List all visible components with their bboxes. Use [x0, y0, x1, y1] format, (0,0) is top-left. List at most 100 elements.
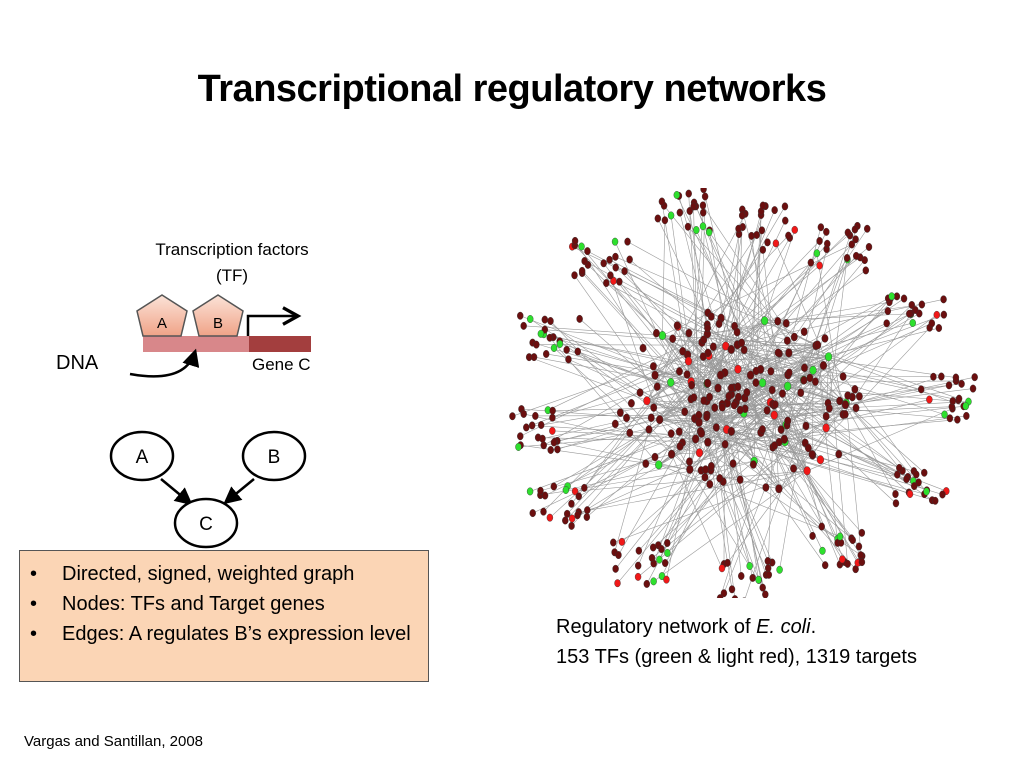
network-node [517, 432, 524, 441]
network-edge [654, 235, 789, 376]
network-node [683, 370, 691, 379]
graph-node-b: B [241, 430, 307, 482]
network-node [615, 551, 622, 559]
network-node [664, 539, 671, 547]
network-node [800, 376, 808, 385]
network-node [543, 350, 550, 358]
network-edge [731, 405, 966, 432]
network-node [918, 300, 926, 309]
network-node [701, 473, 709, 482]
network-edge [707, 442, 770, 575]
tf-label-line2: (TF) [215, 266, 249, 285]
network-node [509, 412, 516, 421]
network-node [803, 466, 811, 476]
network-edge [615, 382, 763, 570]
dna-label: DNA [56, 352, 99, 374]
network-edge [572, 246, 722, 319]
network-node [576, 314, 583, 323]
network-edge [737, 344, 785, 440]
network-node [949, 397, 957, 405]
network-node [759, 425, 766, 434]
network-node [550, 438, 558, 447]
network-edge [773, 404, 844, 415]
network-node [667, 429, 675, 438]
network-edge [658, 464, 841, 537]
network-node [825, 404, 833, 413]
network-node [611, 419, 619, 429]
network-node [841, 410, 849, 419]
network-node [939, 490, 946, 499]
network-node [575, 492, 582, 501]
network-node [653, 328, 660, 338]
network-node [764, 557, 772, 565]
network-node [852, 235, 859, 244]
slide-title: Transcriptional regulatory networks [197, 68, 827, 110]
network-node [541, 491, 549, 500]
network-node [664, 549, 671, 557]
network-node [523, 423, 530, 432]
network-node [610, 276, 617, 285]
network-edge [784, 414, 844, 440]
network-node [568, 514, 576, 523]
network-node [749, 460, 757, 469]
network-node [706, 479, 714, 489]
bullet-item: Directed, signed, weighted graph [30, 559, 418, 589]
network-edge [719, 386, 788, 598]
network-node [835, 449, 843, 459]
network-node [771, 206, 778, 215]
network-node [822, 423, 830, 433]
network-edge [812, 259, 848, 371]
network-node [771, 400, 779, 409]
network-node [941, 410, 948, 419]
network-edge [743, 413, 755, 462]
network-node [618, 537, 626, 546]
network-node [782, 319, 790, 328]
caption-line1: Regulatory network of E. coli. [556, 612, 917, 642]
network-node [858, 528, 866, 537]
network-edge [552, 344, 818, 418]
network-node [668, 449, 676, 459]
network-edge [586, 374, 751, 518]
network-node [729, 459, 737, 468]
network-edge [698, 196, 706, 423]
network-node [541, 315, 549, 324]
network-node [527, 315, 534, 323]
network-node [568, 499, 575, 508]
network-node [763, 406, 771, 415]
network-node [932, 496, 939, 505]
network-node [809, 531, 816, 540]
network-node [783, 336, 791, 345]
network-node [707, 312, 715, 321]
network-node [636, 388, 644, 397]
network-node [767, 367, 775, 376]
network-edge [662, 335, 827, 429]
network-node [734, 364, 742, 374]
network-node [824, 352, 833, 362]
network-node [704, 378, 712, 388]
network-edge [688, 356, 829, 362]
network-edge [587, 460, 755, 511]
network-node [785, 231, 792, 240]
network-node [695, 410, 703, 420]
network-edge [572, 432, 762, 519]
network-node [839, 555, 846, 564]
network-node [537, 421, 545, 429]
network-node [836, 532, 844, 541]
network-edge [566, 349, 708, 402]
network-node [784, 381, 792, 391]
gene-c-segment [249, 336, 311, 352]
network-node [801, 363, 808, 372]
network-node [785, 348, 793, 358]
network-node [684, 222, 692, 231]
network-node [727, 383, 735, 393]
network-node [648, 554, 656, 562]
network-node [709, 342, 717, 351]
network-node [962, 402, 969, 411]
network-node [550, 344, 558, 352]
network-edge [614, 326, 679, 553]
network-edge [550, 320, 691, 470]
network-node [554, 445, 561, 454]
network-node [562, 486, 570, 494]
tf-b-label: B [213, 315, 223, 332]
network-node [864, 224, 871, 233]
